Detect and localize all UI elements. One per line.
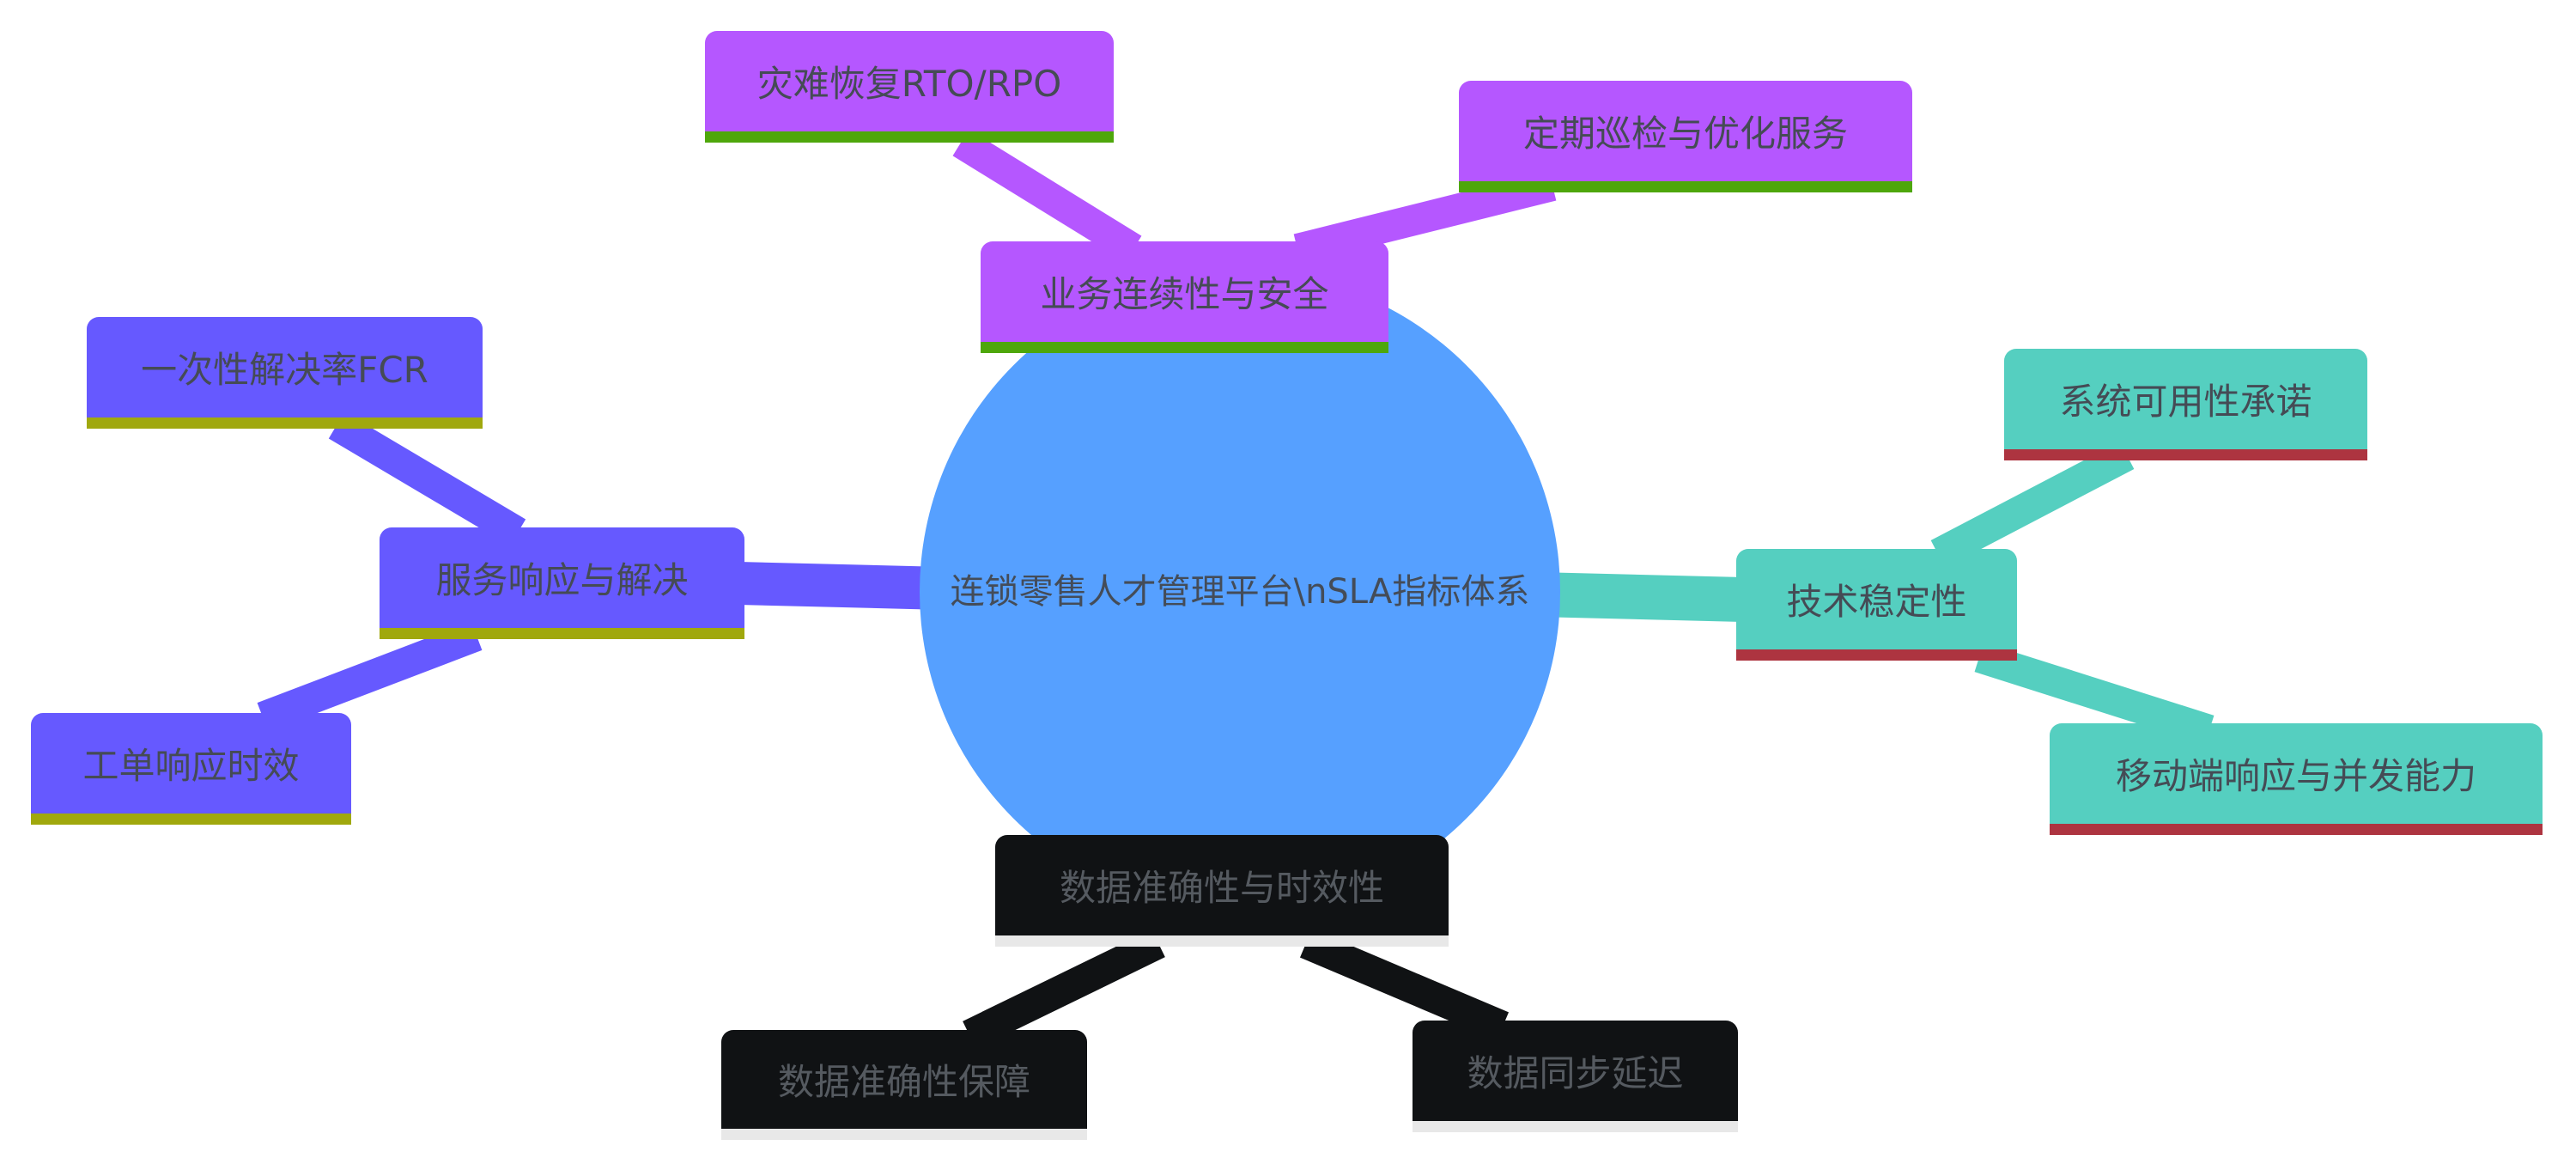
node-tech-stability[interactable]: 技术稳定性: [1736, 549, 2017, 661]
node-fcr[interactable]: 一次性解决率FCR: [87, 317, 483, 429]
node-label: 数据准确性与时效性: [1059, 867, 1384, 909]
node-data-sync[interactable]: 数据同步延迟: [1413, 1021, 1738, 1132]
node-business-continuity[interactable]: 业务连续性与安全: [981, 241, 1388, 353]
node-ticket-response[interactable]: 工单响应时效: [31, 713, 351, 825]
node-label: 移动端响应与并发能力: [2115, 755, 2476, 797]
root-node[interactable]: 连锁零售人才管理平台\nSLA指标体系: [920, 271, 1560, 912]
edge-service-fcr: [328, 411, 526, 546]
node-label: 服务响应与解决: [435, 559, 689, 601]
edge-service-ticket: [257, 621, 483, 732]
edge-data-accuracy: [963, 929, 1165, 1050]
node-service-response[interactable]: 服务响应与解决: [380, 527, 744, 639]
node-label: 技术稳定性: [1786, 581, 1967, 623]
node-inspection[interactable]: 定期巡检与优化服务: [1459, 81, 1912, 192]
node-label: 数据准确性保障: [777, 1061, 1030, 1103]
node-data-accuracy[interactable]: 数据准确性保障: [721, 1030, 1087, 1140]
edge-tech-mobile: [1974, 642, 2215, 746]
node-availability[interactable]: 系统可用性承诺: [2004, 349, 2367, 460]
node-label: 数据同步延迟: [1467, 1052, 1684, 1094]
edge-business-rto: [952, 129, 1142, 263]
node-label: 系统可用性承诺: [2059, 381, 2312, 423]
node-disaster-recovery[interactable]: 灾难恢复RTO/RPO: [705, 31, 1114, 143]
edge-tech-availability: [1930, 442, 2135, 568]
node-mobile-concurrency[interactable]: 移动端响应与并发能力: [2050, 723, 2543, 835]
node-label: 定期巡检与优化服务: [1522, 113, 1848, 155]
node-label: 一次性解决率FCR: [141, 349, 428, 391]
edge-root-tech: [1536, 572, 1744, 622]
node-label: 灾难恢复RTO/RPO: [756, 63, 1062, 105]
edge-business-inspection: [1293, 170, 1557, 265]
root-label: 连锁零售人才管理平台\nSLA指标体系: [950, 572, 1530, 612]
node-label: 工单响应时效: [82, 745, 300, 787]
node-data-accuracy-timeliness[interactable]: 数据准确性与时效性: [995, 835, 1449, 947]
edge-root-service: [738, 562, 945, 610]
edge-data-sync: [1299, 929, 1510, 1041]
node-label: 业务连续性与安全: [1040, 273, 1329, 315]
